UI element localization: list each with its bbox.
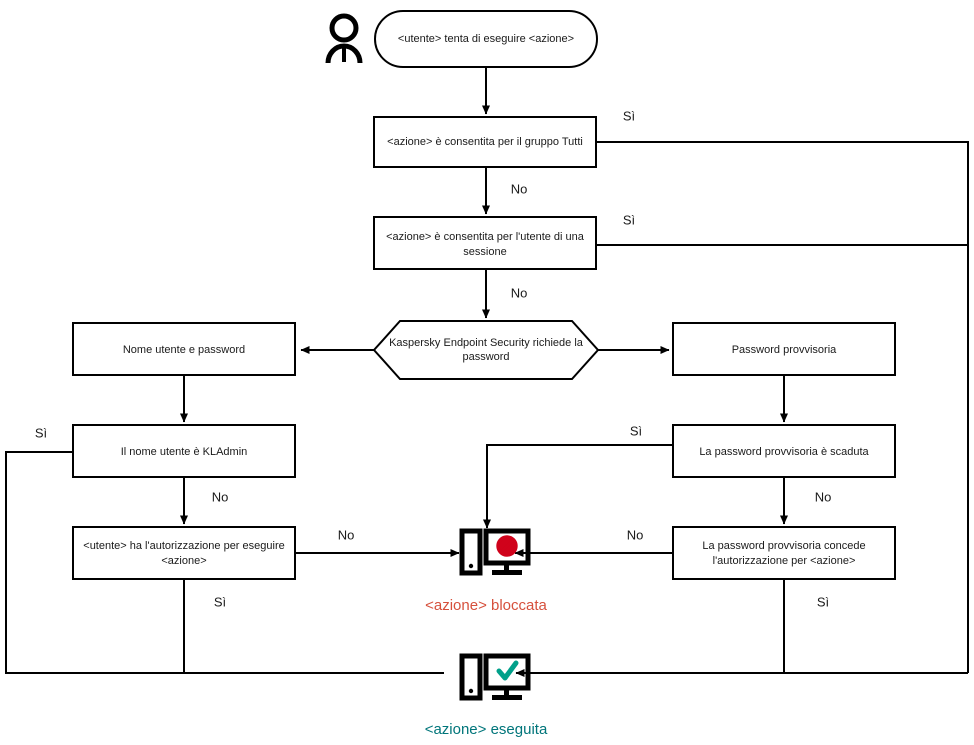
node-allowed-session-user-label-line1: <azione> è consentita per l'utente di un… [386,231,585,243]
edge-label-all-group-yes: Sì [623,108,635,123]
caption-action-executed: <azione> eseguita [425,721,548,738]
node-user-has-permission: <utente> ha l'autorizzazione per eseguir… [72,526,296,580]
node-kes-requires-password: Kaspersky Endpoint Security richiede la … [372,320,600,380]
node-temp-password-grants-label-line1: La password provvisoria concede [702,540,865,552]
node-temp-password-expired: La password provvisoria è scaduta [672,424,896,478]
edge-label-session-user-yes: Sì [623,212,635,227]
action-blocked-icon [459,528,531,576]
edge-label-expired-no: No [815,489,832,504]
node-temp-password-grants-label-line2: l'autorizzazione per <azione> [713,555,856,567]
node-allowed-all-group-label: <azione> è consentita per il gruppo Tutt… [387,136,583,148]
edge-label-grants-yes: Sì [817,594,829,609]
node-username-is-kladmin-label: Il nome utente è KLAdmin [121,446,248,458]
user-stick-figure-icon [325,13,363,64]
node-allowed-all-group: <azione> è consentita per il gruppo Tutt… [373,116,597,168]
edge-label-all-group-no: No [511,181,528,196]
edge-label-grants-no: No [627,527,644,542]
edge-label-permission-yes: Sì [214,594,226,609]
node-kes-requires-password-label-line1: Kaspersky Endpoint Security richiede la [389,337,584,349]
node-temporary-password-label: Password provvisoria [732,344,837,356]
edge-label-session-user-no: No [511,285,528,300]
node-temp-password-grants: La password provvisoria concede l'autori… [672,526,896,580]
node-username-password-label: Nome utente e password [123,344,245,356]
edge-expired-yes [483,444,673,529]
node-user-has-permission-label-line1: <utente> ha l'autorizzazione per eseguir… [83,540,284,552]
node-start: <utente> tenta di eseguire <azione> [374,10,598,68]
node-username-password: Nome utente e password [72,322,296,376]
node-temp-password-expired-label: La password provvisoria è scaduta [699,446,869,458]
edge-label-permission-no: No [338,527,355,542]
node-allowed-session-user: <azione> è consentita per l'utente di un… [373,216,597,270]
edge-kladmin-yes [5,451,444,674]
edge-label-expired-yes: Sì [630,423,642,438]
action-executed-icon [459,653,531,701]
node-start-label: <utente> tenta di eseguire <azione> [398,33,574,45]
caption-action-blocked: <azione> bloccata [425,597,547,614]
node-allowed-session-user-label-line2: sessione [463,246,506,258]
edge-label-kladmin-yes: Sì [35,425,47,440]
node-username-is-kladmin: Il nome utente è KLAdmin [72,424,296,478]
node-temporary-password: Password provvisoria [672,322,896,376]
edge-label-kladmin-no: No [212,489,229,504]
node-user-has-permission-label-line2: <azione> [161,555,206,567]
node-kes-requires-password-label-line2: password [462,351,509,363]
edge-all-group-yes [596,141,969,673]
